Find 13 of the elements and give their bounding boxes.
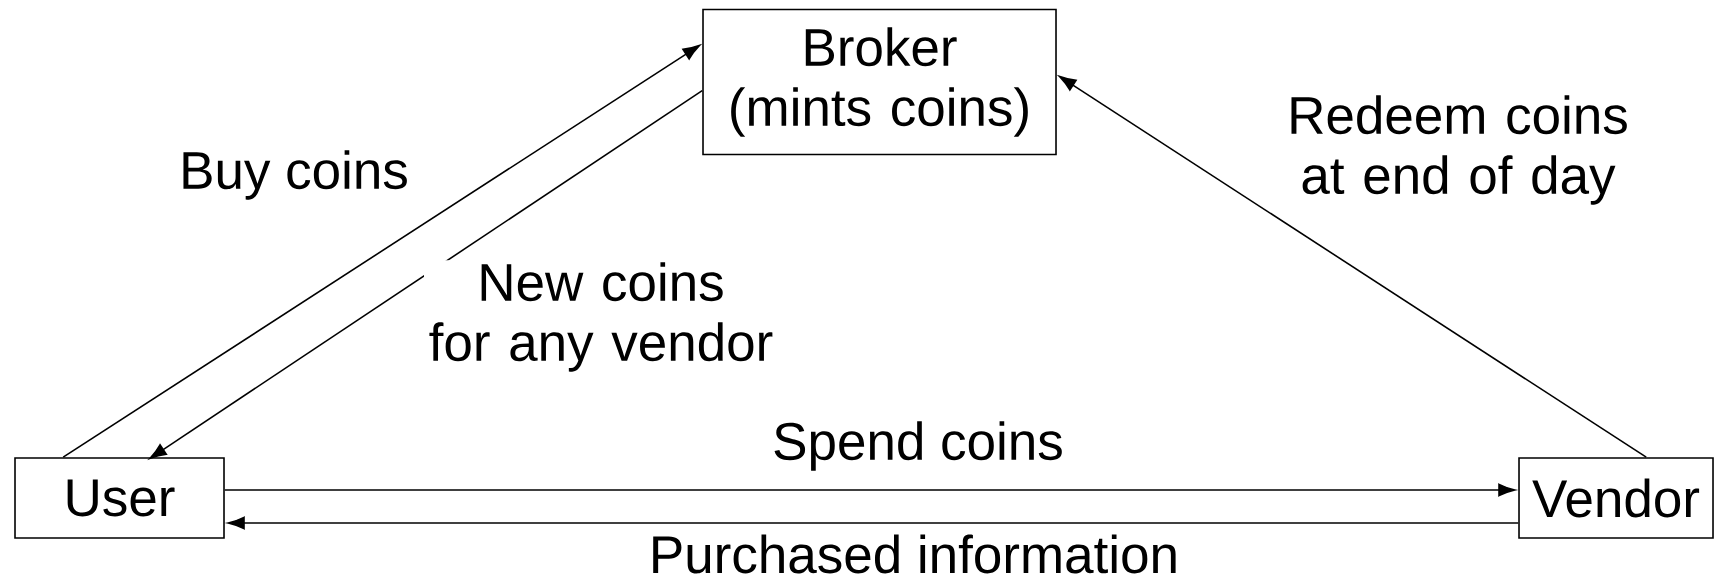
process-box: User (14, 457, 225, 539)
edge-label: Spend coins (770, 419, 1066, 473)
process-box: Broker (mints coins) (702, 8, 1057, 156)
arrow (224, 483, 1516, 497)
edge-label: Buy coins (177, 148, 411, 202)
arrow (149, 89, 703, 460)
edge-label: Redeem coins at end of day (1281, 93, 1635, 207)
process-box: Vendor (1518, 457, 1714, 539)
arrow (227, 516, 1519, 530)
edge-label: New coins for any vendor (424, 260, 778, 374)
arrow (1058, 75, 1647, 458)
arrow (62, 44, 701, 458)
edge-label: Purchased information (646, 532, 1182, 574)
